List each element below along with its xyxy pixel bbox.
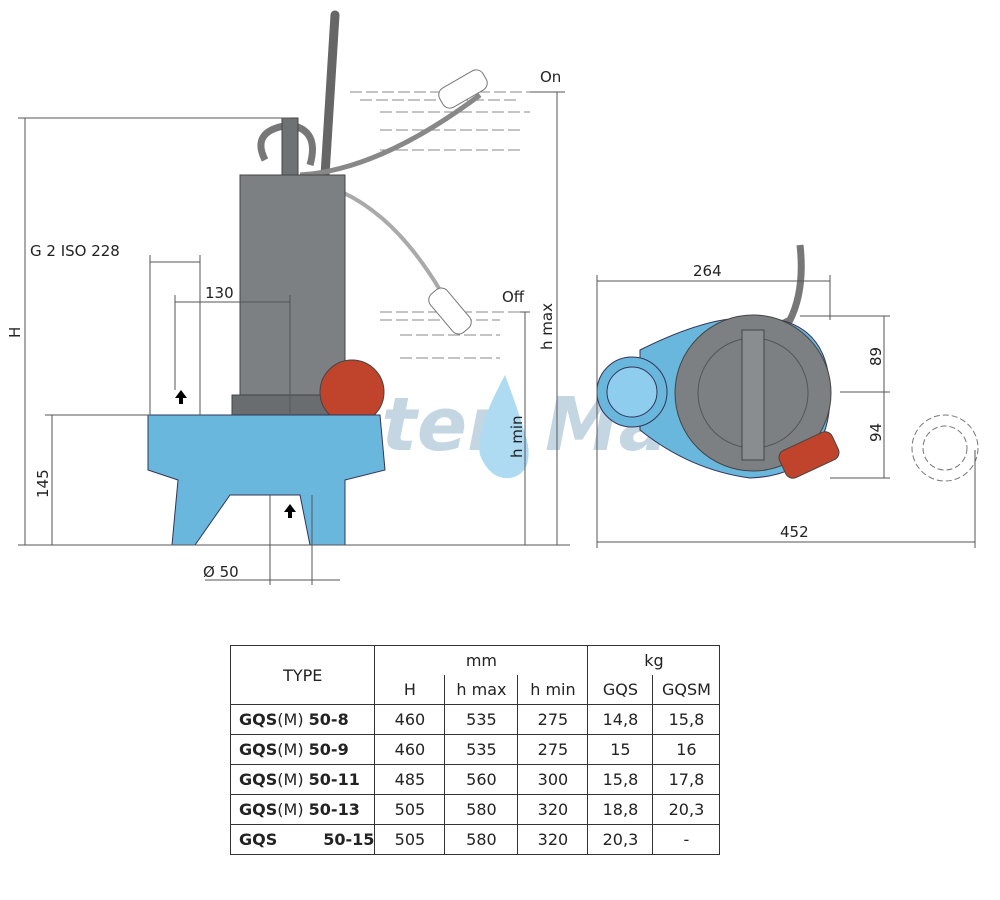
dim-452: 452 [780, 523, 809, 541]
cell-H: 505 [374, 794, 446, 825]
table-row: GQS(M) 50-11 485 560 300 15,8 17,8 [229, 764, 721, 795]
model-variant: (M) [277, 740, 304, 759]
float-switch [319, 359, 385, 425]
header-gqsm: GQSM [652, 675, 721, 705]
cell-gqs: 14,8 [587, 704, 654, 735]
label-off: Off [502, 288, 525, 306]
cell-h-min: 300 [517, 764, 589, 795]
cell-gqsm: 17,8 [652, 764, 721, 795]
model-size: 50-9 [308, 740, 349, 759]
pump-drawing: Water Mark On Off H [6, 10, 979, 585]
cell-H: 485 [374, 764, 446, 795]
dim-H: H [6, 327, 24, 338]
float-switch-top [778, 431, 840, 479]
model-variant: (M) [277, 710, 304, 729]
pump-side-view [147, 10, 488, 546]
header-mm: mm [374, 645, 589, 675]
table-row: GQS 50-15 505 580 320 20,3 - [229, 824, 721, 855]
cell-h-max: 560 [444, 764, 519, 795]
cell-h-min: 320 [517, 794, 589, 825]
header-kg: kg [587, 645, 721, 675]
label-on: On [540, 68, 561, 86]
cell-h-max: 580 [444, 794, 519, 825]
cell-gqsm: 20,3 [652, 794, 721, 825]
dim-outlet: Ø 50 [203, 563, 239, 581]
dim-h-min: h min [508, 415, 526, 458]
motor-housing [239, 174, 346, 406]
model-size: 50-15 [323, 830, 375, 849]
cell-gqsm: 16 [652, 734, 721, 765]
float-cable [299, 92, 482, 178]
cell-h-max: 535 [444, 734, 519, 765]
model-size: 50-11 [308, 770, 360, 789]
cell-H: 505 [374, 824, 446, 855]
pump-top-view [596, 244, 979, 482]
cell-h-max: 580 [444, 824, 519, 855]
pump-body [147, 414, 386, 546]
arrow-up-icon [284, 504, 296, 518]
model-cell: GQS(M) 50-8 [229, 704, 376, 735]
cell-gqs: 18,8 [587, 794, 654, 825]
dim-thread: G 2 ISO 228 [30, 242, 120, 260]
model-series: GQS [239, 830, 278, 849]
water-drop-icon [479, 375, 529, 479]
cell-gqs: 20,3 [587, 824, 654, 855]
cell-H: 460 [374, 734, 446, 765]
cell-H: 460 [374, 704, 446, 735]
model-series: GQS [239, 770, 278, 789]
dimensions-table: TYPE mm kg H h max h min GQS GQSM GQS(M)… [229, 645, 721, 855]
dim-89: 89 [867, 347, 885, 366]
header-gqs: GQS [587, 675, 654, 705]
table-row: GQS(M) 50-13 505 580 320 18,8 20,3 [229, 794, 721, 825]
dim-130: 130 [205, 284, 234, 302]
model-cell: GQS(M) 50-11 [229, 764, 376, 795]
cell-gqs: 15 [587, 734, 654, 765]
model-size: 50-13 [308, 800, 360, 819]
cell-gqsm: 15,8 [652, 704, 721, 735]
cell-h-max: 535 [444, 704, 519, 735]
float-off-position [428, 287, 472, 335]
dim-264: 264 [693, 262, 722, 280]
float-on-position [438, 69, 488, 109]
table-row: GQS(M) 50-8 460 535 275 14,8 15,8 [229, 704, 721, 735]
header-h-max: h max [444, 675, 519, 705]
power-cable [320, 10, 340, 180]
dim-145: 145 [34, 469, 52, 498]
model-series: GQS [239, 710, 278, 729]
model-variant: (M) [277, 770, 304, 789]
header-h-min: h min [517, 675, 589, 705]
model-size: 50-8 [308, 710, 349, 729]
header-type: TYPE [229, 645, 376, 705]
cell-gqsm: - [652, 824, 721, 855]
dim-94: 94 [867, 423, 885, 442]
water-level-lines [350, 91, 560, 359]
model-cell: GQS(M) 50-9 [229, 734, 376, 765]
model-series: GQS [239, 800, 278, 819]
cell-h-min: 320 [517, 824, 589, 855]
dim-h-max: h max [538, 303, 556, 350]
model-series: GQS [239, 740, 278, 759]
model-cell: GQS(M) 50-13 [229, 794, 376, 825]
header-H: H [374, 675, 446, 705]
cell-h-min: 275 [517, 734, 589, 765]
model-variant: (M) [277, 800, 304, 819]
cell-h-min: 275 [517, 704, 589, 735]
cell-gqs: 15,8 [587, 764, 654, 795]
table-row: GQS(M) 50-9 460 535 275 15 16 [229, 734, 721, 765]
arrow-up-icon [175, 390, 187, 404]
model-cell: GQS 50-15 [229, 824, 376, 855]
